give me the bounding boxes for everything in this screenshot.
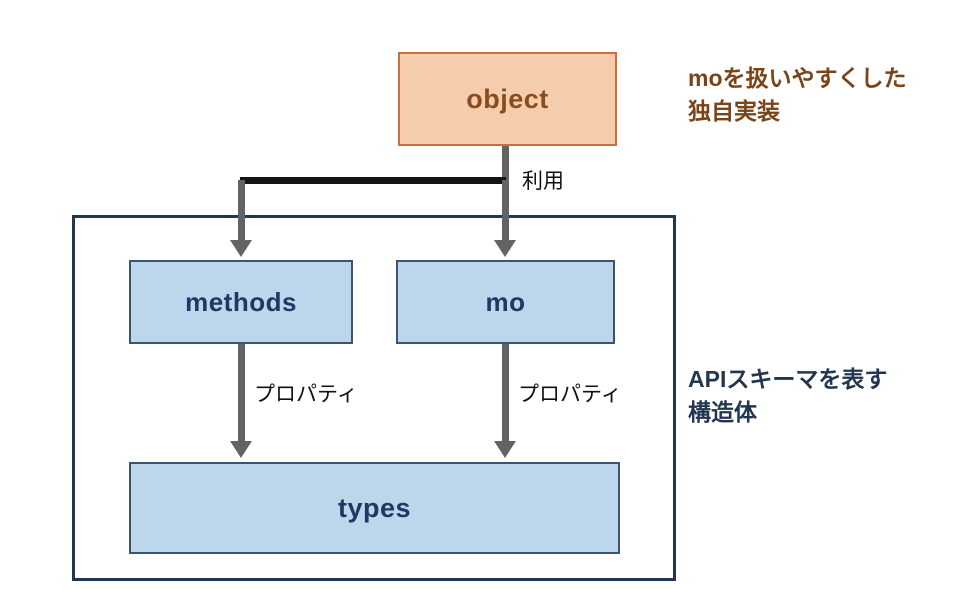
arrowhead-object-to-methods [230, 240, 252, 257]
arrowhead-object-to-mo [494, 240, 516, 257]
arrowhead-mo-to-types [494, 441, 516, 458]
node-object-label: object [466, 83, 549, 114]
connector-crossbar [240, 177, 506, 184]
node-mo-label: mo [485, 286, 526, 317]
connector-object-to-methods [238, 180, 245, 242]
node-methods: methods [129, 260, 353, 344]
node-types: types [129, 462, 620, 554]
connector-methods-to-types [238, 344, 245, 443]
edge-label-riyou: 利用 [522, 170, 564, 193]
arrowhead-methods-to-types [230, 441, 252, 458]
node-mo: mo [396, 260, 615, 344]
edge-label-property-methods: プロパティ [254, 383, 358, 406]
annotation-object-note: moを扱いやすくした 独自実装 [688, 65, 907, 124]
node-methods-label: methods [185, 286, 297, 317]
connector-object-to-mo [502, 180, 509, 242]
node-object: object [398, 52, 617, 146]
node-types-label: types [337, 492, 412, 523]
connector-mo-to-types [502, 344, 509, 443]
connector-object-stem [502, 146, 509, 182]
edge-label-property-mo: プロパティ [518, 383, 622, 406]
container-api-schema [72, 215, 676, 581]
annotation-container-note: APIスキーマを表す 構造体 [688, 366, 888, 425]
